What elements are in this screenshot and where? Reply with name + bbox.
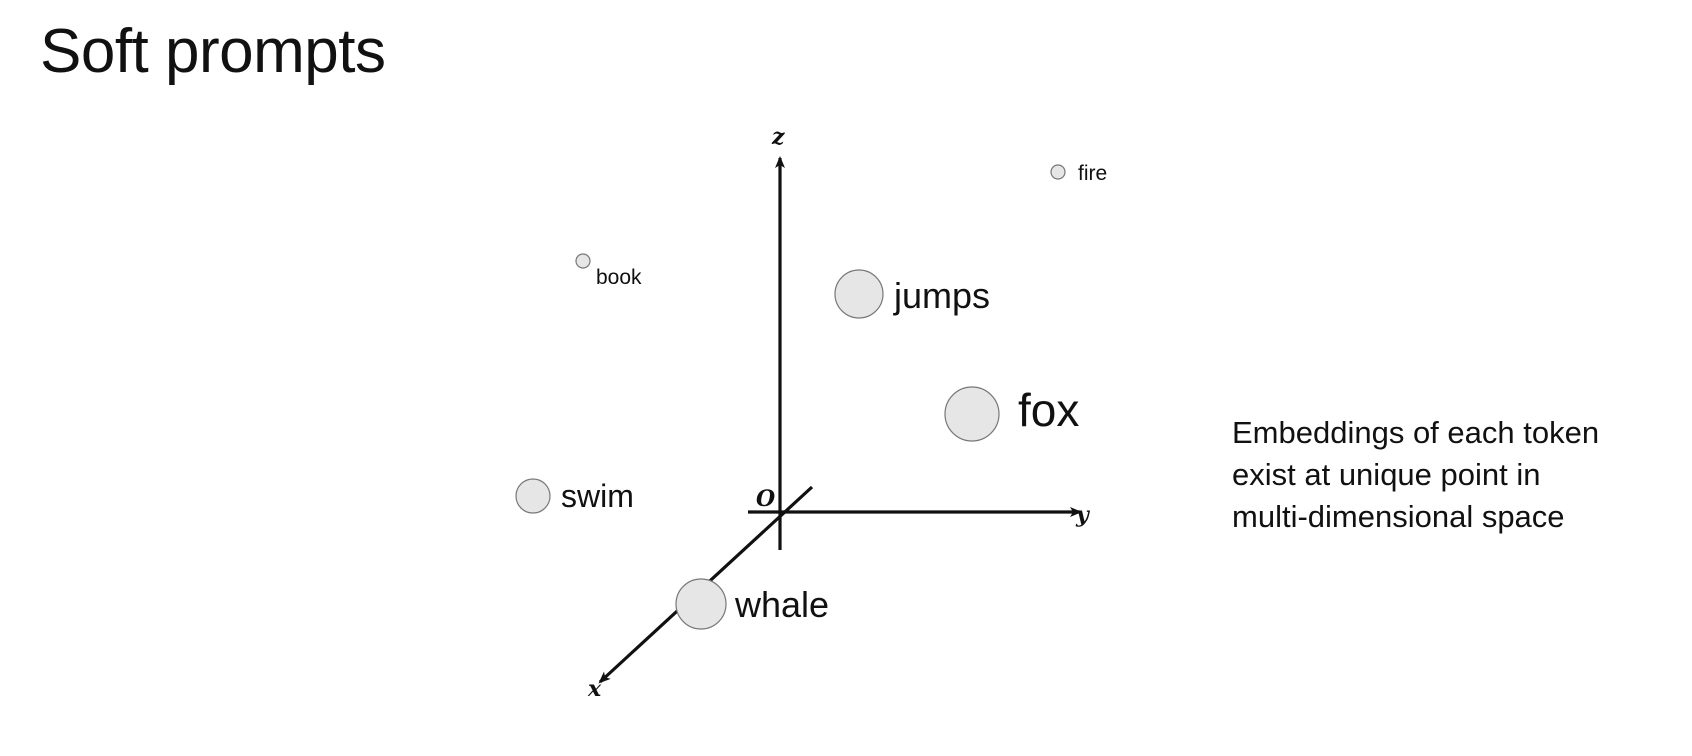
token-point-fox [944, 386, 1000, 442]
z-axis-label: z [771, 124, 785, 150]
caption-line-3: multi-dimensional space [1232, 499, 1565, 534]
x-axis-label: x [587, 676, 602, 702]
caption: Embeddings of each token exist at unique… [1232, 412, 1672, 538]
y-axis-label: y [1075, 502, 1091, 528]
caption-line-2: exist at unique point in [1232, 457, 1541, 492]
slide-title: Soft prompts [40, 17, 386, 86]
origin-label: O [756, 486, 775, 512]
token-label-whale: whale [734, 584, 829, 625]
token-point-swim [515, 478, 551, 514]
token-point-book [575, 253, 591, 269]
token-label-fire: fire [1078, 162, 1107, 185]
token-point-jumps [834, 269, 884, 319]
token-point-fire [1050, 164, 1066, 180]
token-label-book: book [596, 266, 642, 289]
token-point-whale [675, 578, 727, 630]
token-label-jumps: jumps [893, 275, 990, 316]
caption-line-1: Embeddings of each token [1232, 415, 1600, 450]
token-label-fox: fox [1018, 384, 1079, 436]
token-label-swim: swim [561, 478, 634, 514]
